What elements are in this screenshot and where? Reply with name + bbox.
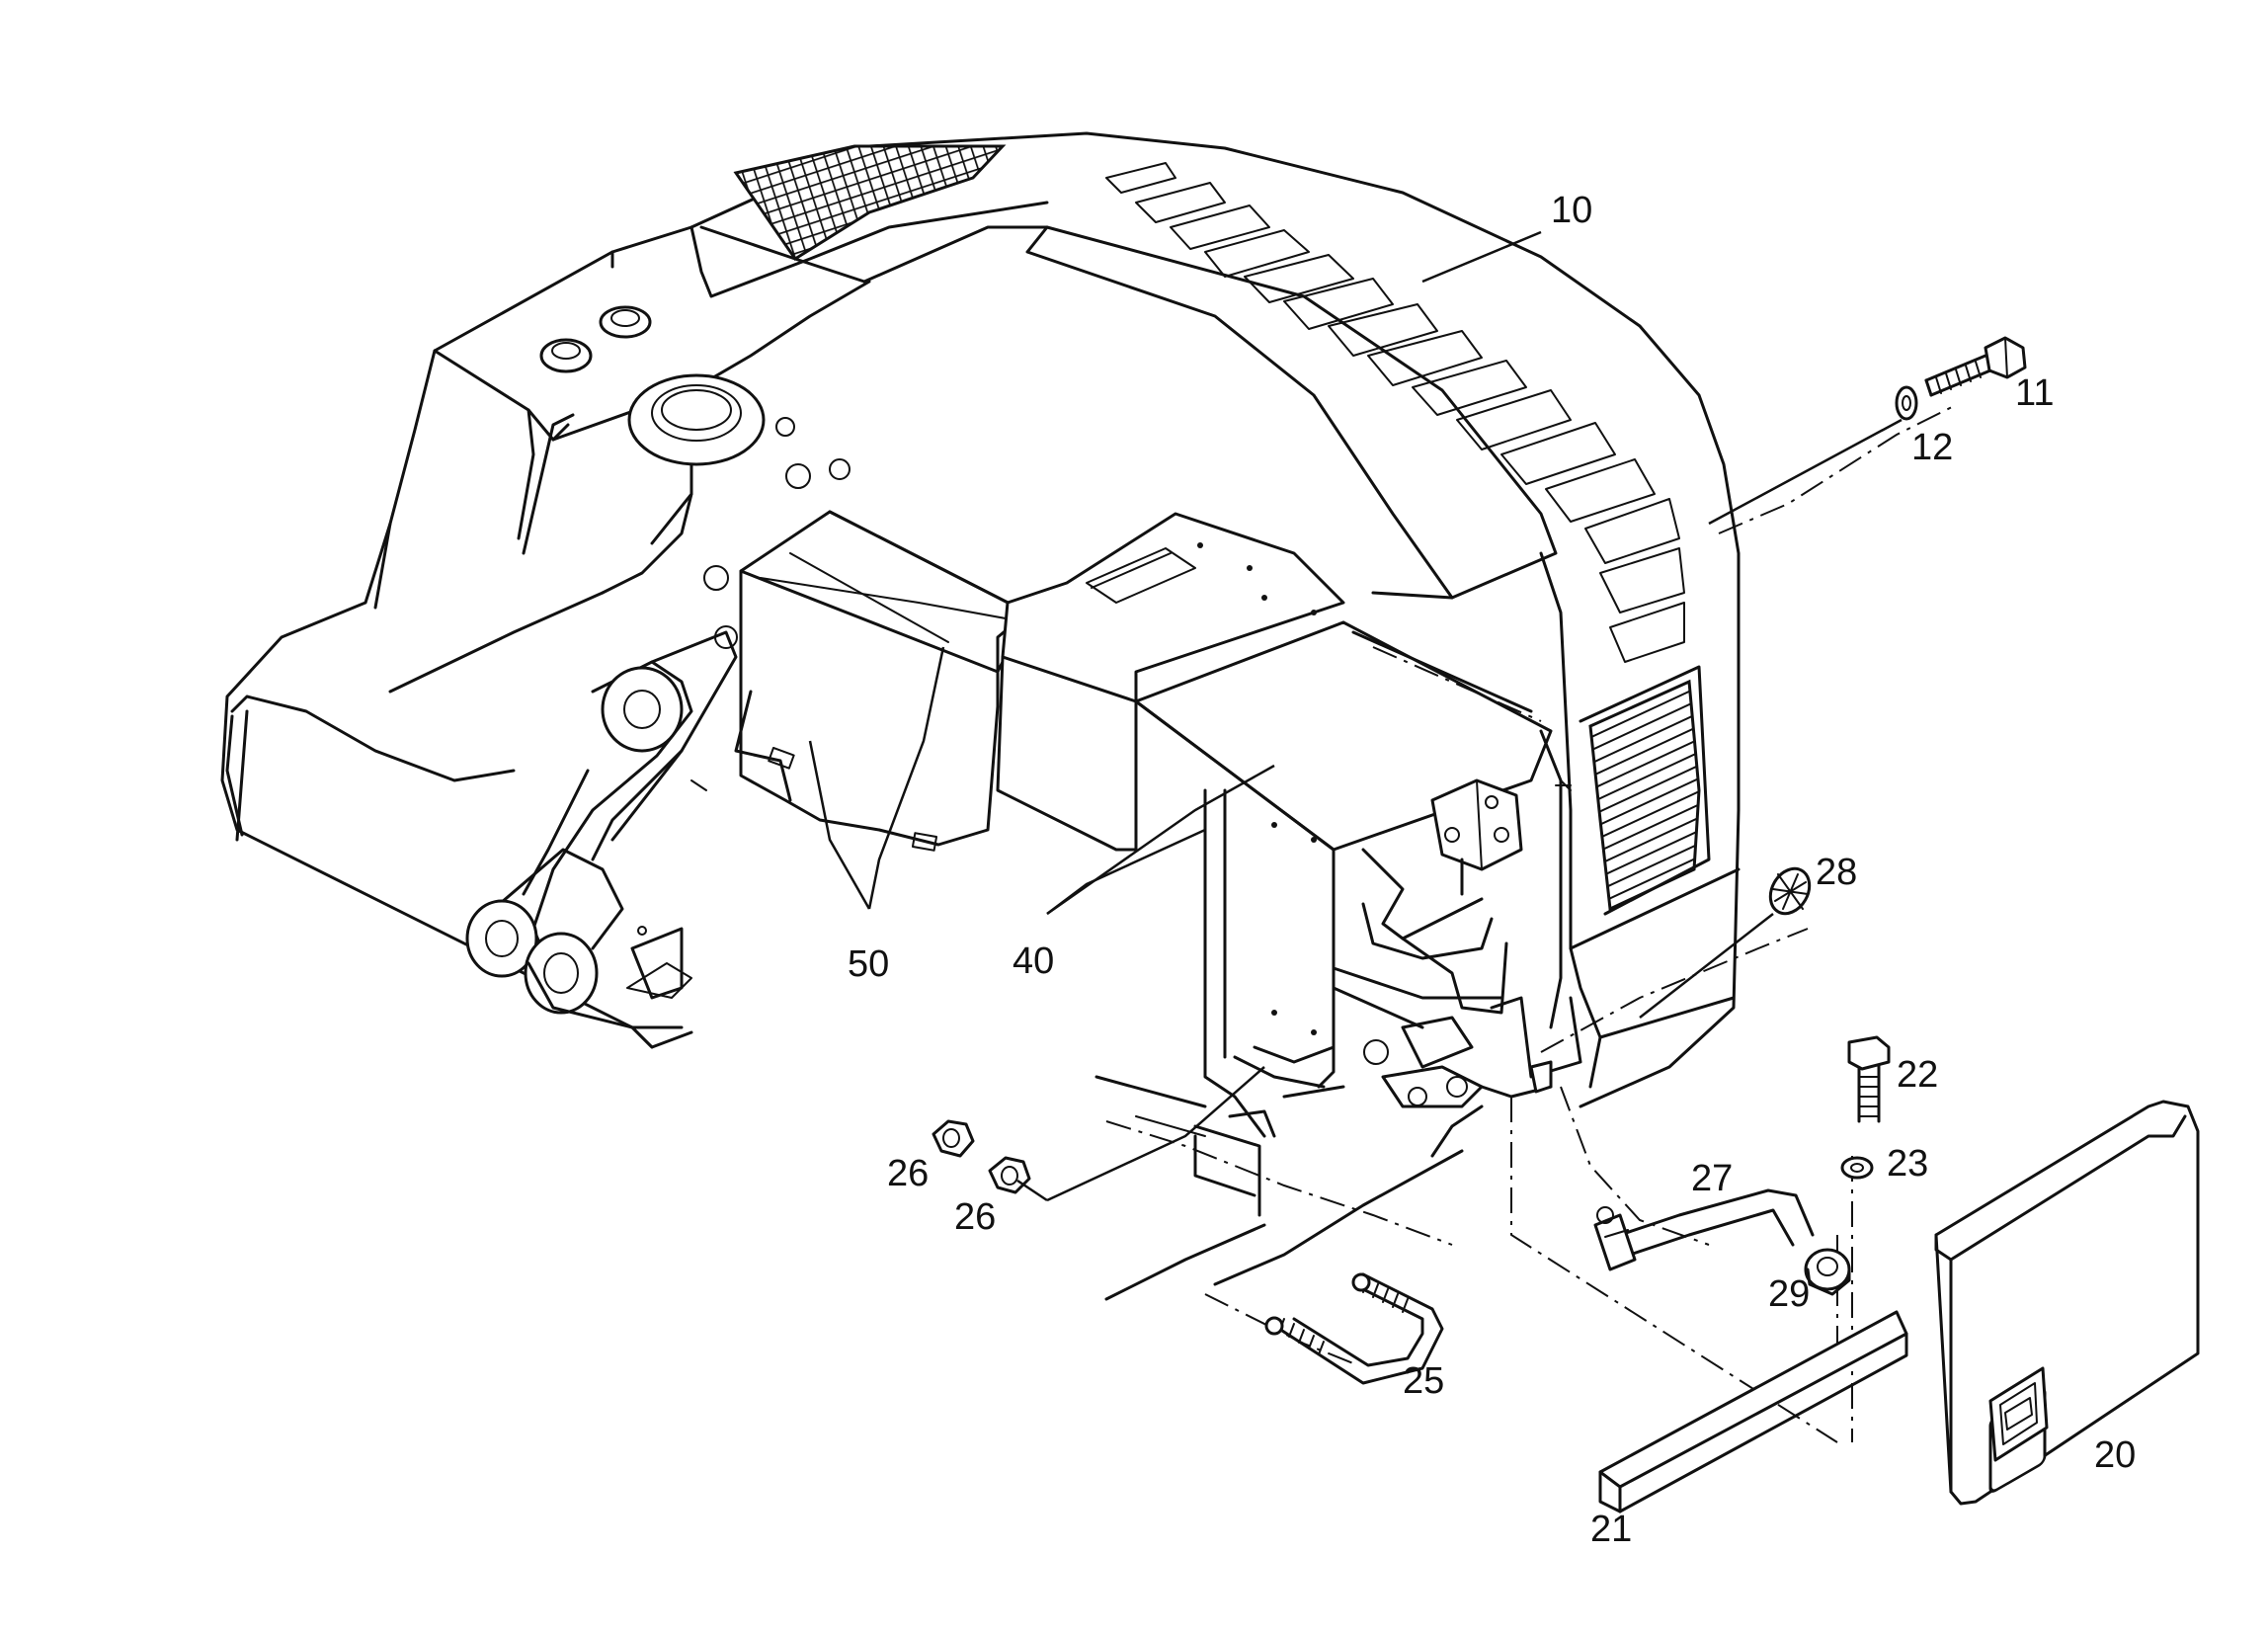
door-panel-part-20: [1934, 1100, 2200, 1506]
callout-27: 27: [1691, 1158, 1733, 1199]
callout-40: 40: [1012, 941, 1054, 982]
leader-lines: [808, 230, 1903, 1202]
callout-28: 28: [1816, 852, 1857, 893]
callout-22: 22: [1897, 1054, 1938, 1096]
hood-vent-slots: [1105, 162, 1685, 663]
filler-caps: [539, 305, 766, 466]
callout-20: 20: [2094, 1434, 2136, 1476]
engine-hood-part-10: [689, 131, 1741, 1108]
washer-part-23: [1840, 1156, 1874, 1180]
washer-part-12: [1895, 385, 1918, 421]
callout-12: 12: [1911, 427, 1953, 468]
callout-50: 50: [848, 943, 889, 985]
callout-25: 25: [1403, 1360, 1444, 1402]
frame-bottom: [626, 962, 1464, 1301]
battery-box-part-50: [734, 510, 1029, 852]
callout-26-left: 26: [887, 1153, 929, 1194]
callout-labels: 10 11 12 20 21 22 23 25 26 26 27 28 29 4…: [848, 190, 2136, 1550]
grommet-part-28: [1768, 866, 1812, 916]
callout-10: 10: [1551, 190, 1592, 231]
callout-29: 29: [1768, 1273, 1810, 1315]
nut-part-26b: [988, 1156, 1031, 1194]
u-bolt-part-25: [1264, 1272, 1444, 1385]
nut-part-26a: [932, 1119, 975, 1158]
callout-26-right: 26: [954, 1196, 996, 1238]
strip-part-21: [1598, 1310, 1908, 1513]
linkage-arm: [465, 630, 738, 1049]
bolt-part-11: [1924, 336, 2027, 397]
callout-11: 11: [2015, 372, 2054, 414]
tube-part-27: [1593, 1188, 1815, 1271]
panel-bracket: [1134, 620, 1582, 1217]
callout-23: 23: [1887, 1143, 1928, 1185]
tank-body: [220, 225, 871, 1029]
cap-part-29: [1804, 1248, 1851, 1296]
callout-21: 21: [1590, 1509, 1632, 1550]
bolt-part-22: [1847, 1035, 1891, 1123]
assembly-center-lines: [1105, 404, 1957, 1443]
